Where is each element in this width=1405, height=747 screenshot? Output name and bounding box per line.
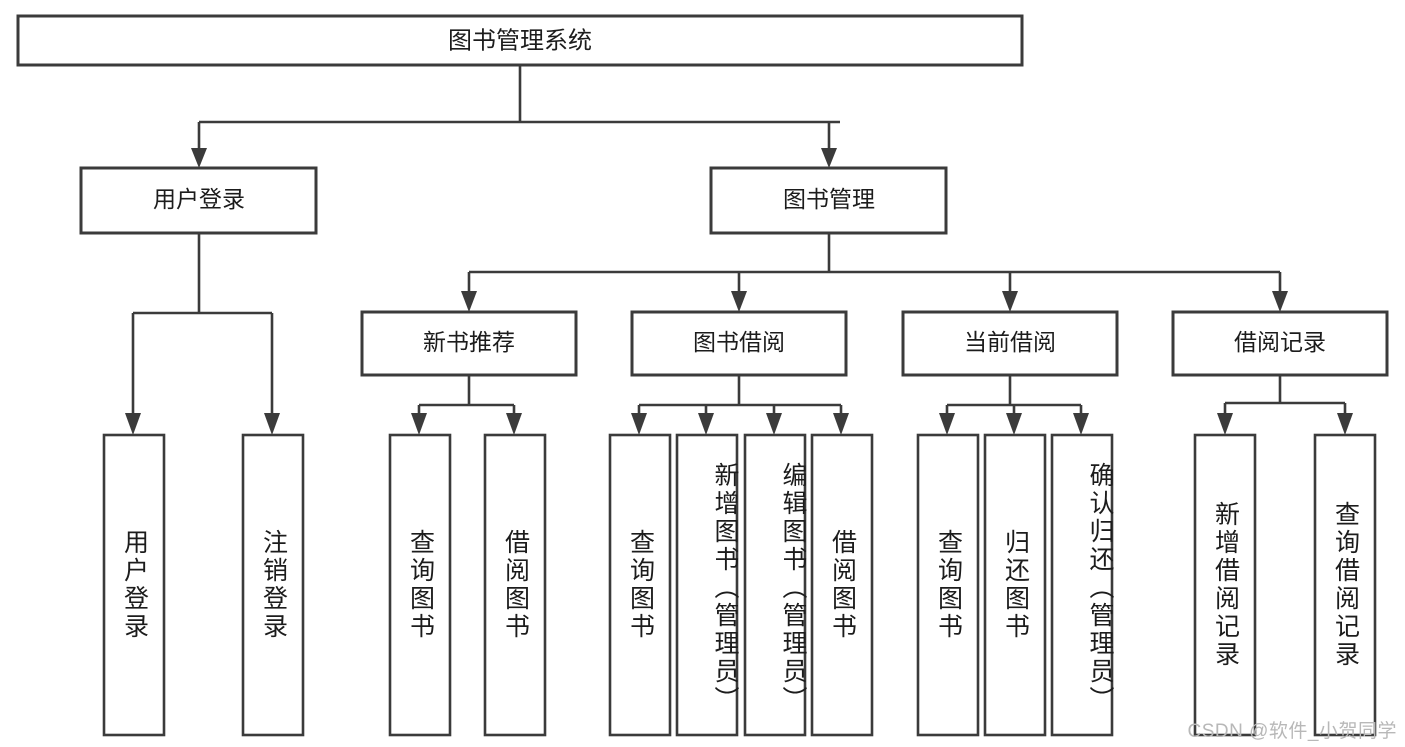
leaf-rect-logout-login[interactable] bbox=[241, 433, 305, 737]
watermark-text: CSDN @软件_小贺同学 bbox=[1187, 721, 1397, 742]
connector-userlogin-to-leaves bbox=[125, 233, 280, 435]
leaf-rect-query-record[interactable] bbox=[1313, 433, 1377, 737]
node-current-borrow[interactable]: 当前借阅 bbox=[901, 310, 1119, 377]
leaf-rect-query-book-2[interactable] bbox=[608, 433, 672, 737]
node-borrow-record-label: 借阅记录 bbox=[1234, 329, 1326, 355]
leaf-rect-edit-book[interactable] bbox=[743, 433, 807, 737]
node-root-label: 图书管理系统 bbox=[448, 27, 592, 54]
node-book-manage[interactable]: 图书管理 bbox=[709, 166, 948, 235]
leaf-rect-confirm-return[interactable] bbox=[1050, 433, 1114, 737]
leaf-rect-add-record[interactable] bbox=[1193, 433, 1257, 737]
leaf-rect-borrow-book-2[interactable] bbox=[810, 433, 874, 737]
connector-bookmanage-to-level3 bbox=[461, 233, 1288, 312]
connector-currentborrow-to-leaves bbox=[939, 375, 1089, 435]
leaf-rect-return-book[interactable] bbox=[983, 433, 1047, 737]
connector-newbook-to-leaves bbox=[411, 375, 522, 435]
node-new-book-recommend[interactable]: 新书推荐 bbox=[360, 310, 578, 377]
node-book-borrow[interactable]: 图书借阅 bbox=[630, 310, 848, 377]
node-user-login[interactable]: 用户登录 bbox=[79, 166, 318, 235]
node-user-login-label: 用户登录 bbox=[153, 186, 245, 212]
leaf-rect-user-login[interactable] bbox=[102, 433, 166, 737]
leaf-rects bbox=[102, 433, 1377, 737]
node-new-book-recommend-label: 新书推荐 bbox=[423, 329, 515, 355]
connector-root-to-level2 bbox=[191, 65, 840, 168]
connector-bookborrow-to-leaves bbox=[631, 375, 849, 435]
leaf-rect-query-book-3[interactable] bbox=[916, 433, 980, 737]
node-current-borrow-label: 当前借阅 bbox=[964, 329, 1056, 355]
leaf-rect-borrow-book-1[interactable] bbox=[483, 433, 547, 737]
leaf-rect-add-book[interactable] bbox=[675, 433, 739, 737]
leaf-rect-query-book-1[interactable] bbox=[388, 433, 452, 737]
node-book-manage-label: 图书管理 bbox=[783, 186, 875, 212]
node-root[interactable]: 图书管理系统 bbox=[16, 14, 1024, 67]
node-book-borrow-label: 图书借阅 bbox=[693, 329, 785, 355]
connector-borrowrecord-to-leaves bbox=[1217, 375, 1353, 435]
node-borrow-record[interactable]: 借阅记录 bbox=[1171, 310, 1389, 377]
